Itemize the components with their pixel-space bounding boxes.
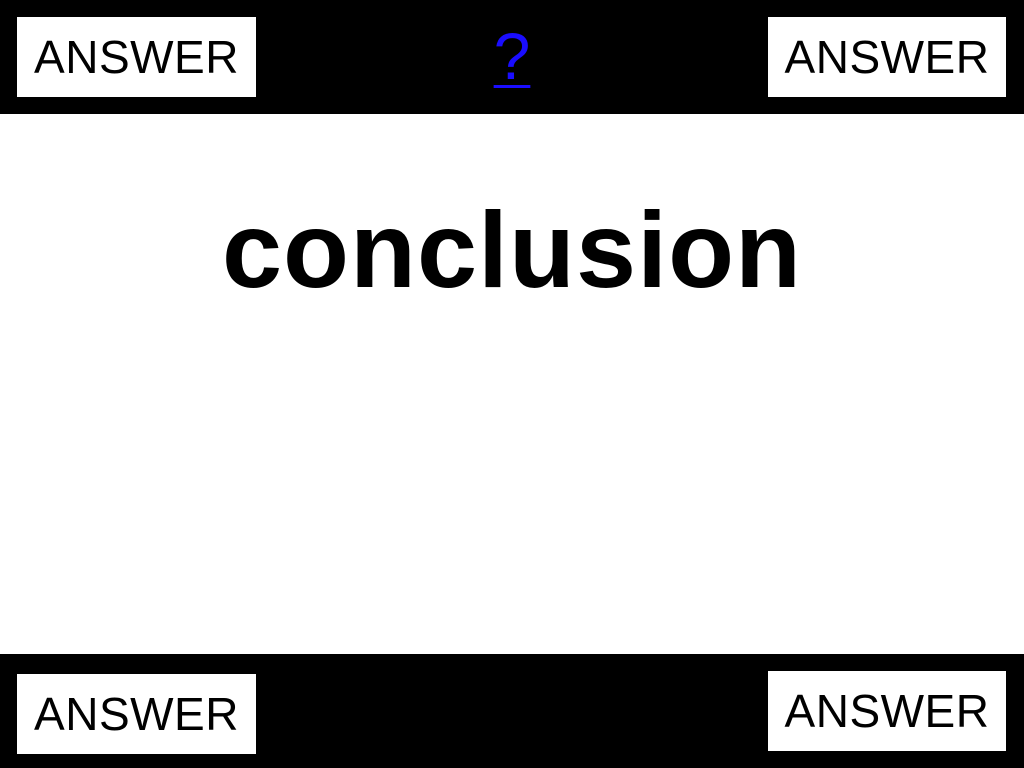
answer-button-bottom-left[interactable]: ANSWER <box>17 674 256 754</box>
answer-button-top-left[interactable]: ANSWER <box>17 17 256 97</box>
answer-button-top-right[interactable]: ANSWER <box>768 17 1006 97</box>
question-link[interactable]: ? <box>493 19 531 93</box>
answer-button-bottom-right[interactable]: ANSWER <box>768 671 1006 751</box>
term-text: conclusion <box>221 189 803 310</box>
